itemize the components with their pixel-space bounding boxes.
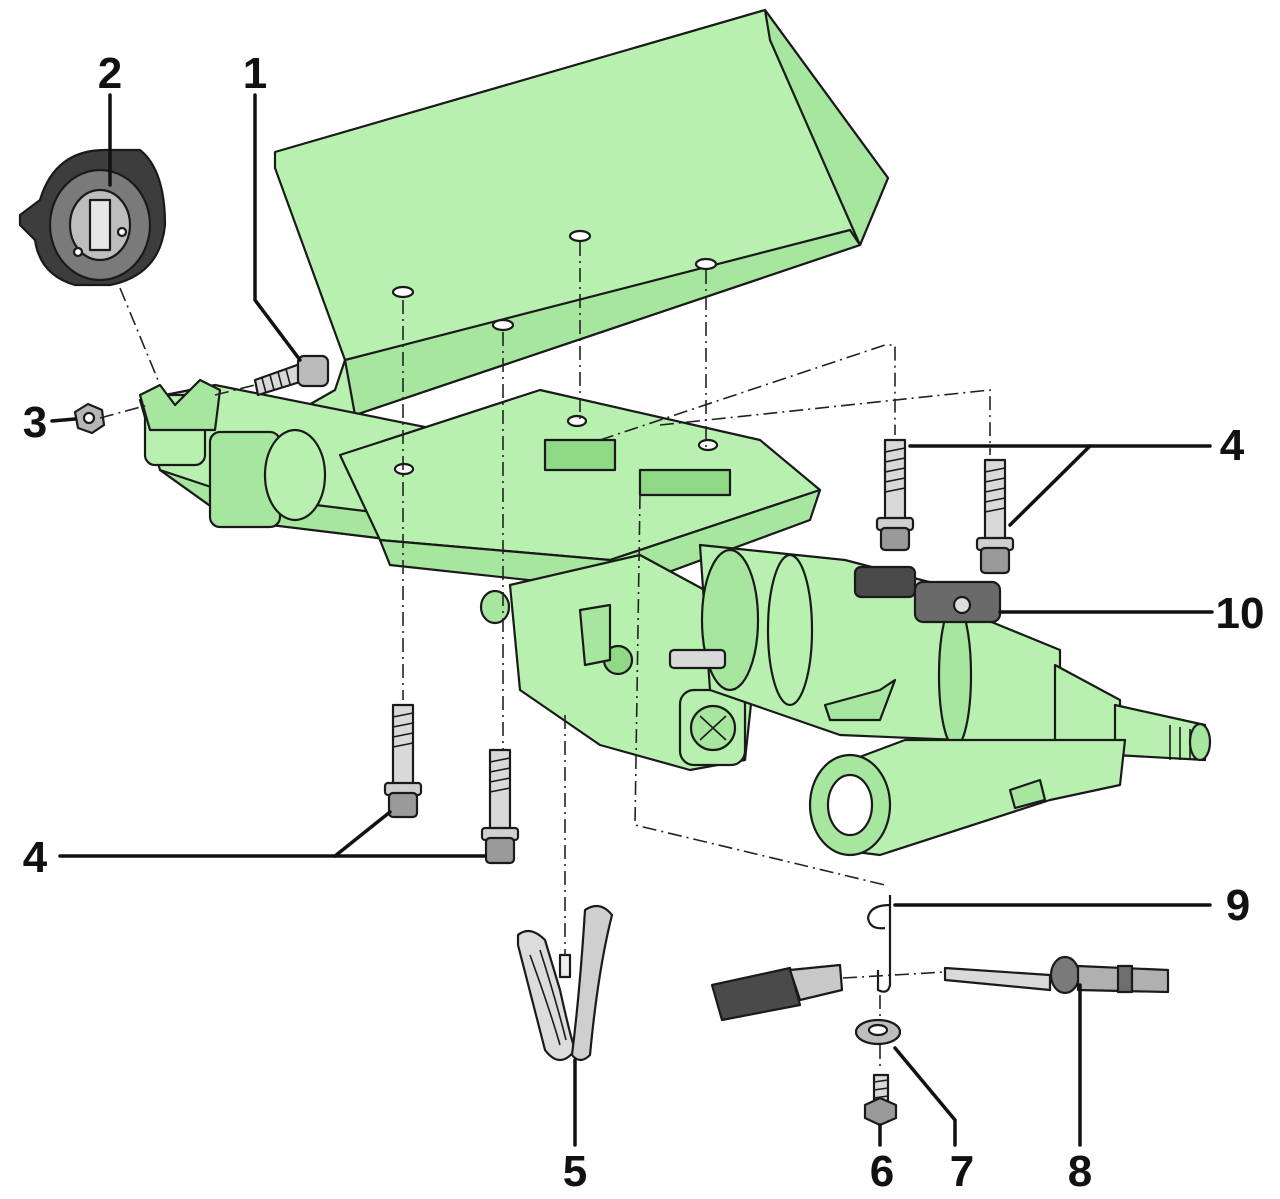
steering-column	[138, 378, 1212, 857]
part-8-sensor	[943, 955, 1170, 995]
cable-plug-left	[710, 963, 844, 1022]
callout-9: 9	[1226, 881, 1250, 930]
part-7-washer	[854, 1018, 902, 1046]
part-4-bolt-lower-left	[383, 703, 423, 819]
cover-bracket	[273, 8, 890, 417]
part-3-nut	[73, 402, 106, 435]
callout-4-upper: 4	[1220, 421, 1245, 470]
part-4-bolt-upper-left	[875, 438, 915, 552]
part-1-bolt	[253, 354, 330, 397]
callout-3: 3	[23, 398, 47, 447]
part-6-screw	[863, 1073, 898, 1127]
callout-labels: 1 2 3 4 4 5 6 7 8 9 10	[23, 49, 1265, 1196]
part-9-spring-clip	[866, 895, 892, 993]
callout-10: 10	[1216, 589, 1265, 638]
part-5-clip	[516, 904, 614, 1062]
callout-1: 1	[243, 49, 267, 98]
callout-5: 5	[563, 1147, 587, 1194]
part-4-bolt-lower-right	[480, 748, 520, 865]
leader-lines	[50, 93, 1214, 1147]
part-2-flange-disc	[18, 148, 167, 287]
part-4-bolt-upper-right	[975, 458, 1015, 575]
callout-2: 2	[98, 49, 122, 98]
assembly-lines	[99, 242, 991, 1070]
callout-8: 8	[1068, 1147, 1092, 1194]
callout-6: 6	[870, 1147, 894, 1194]
callout-4-lower: 4	[23, 833, 48, 882]
callout-7: 7	[950, 1147, 974, 1194]
